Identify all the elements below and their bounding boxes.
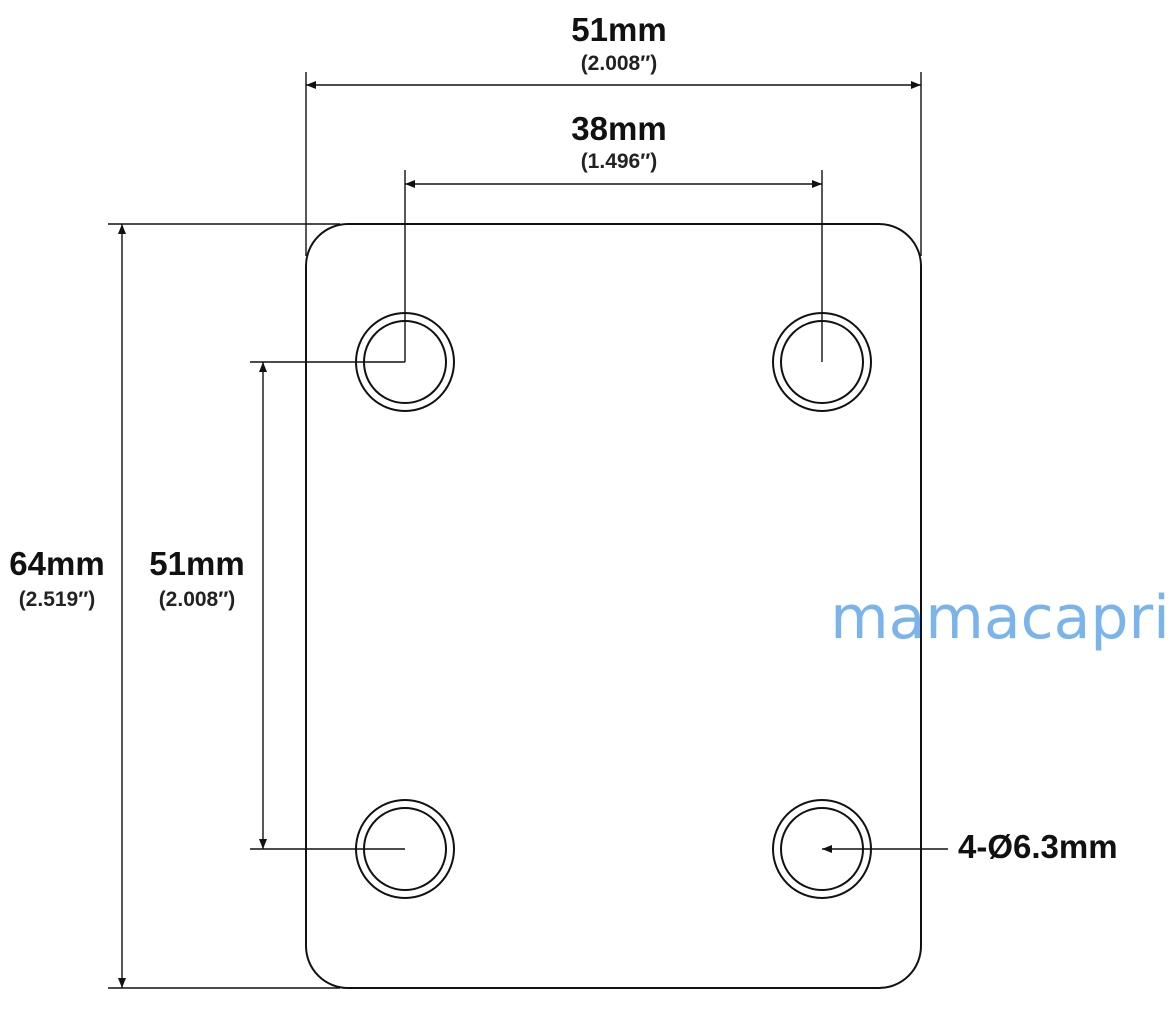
hole-spacing-x-imperial: (1.496″) <box>581 150 658 173</box>
overall-width-imperial: (2.008″) <box>581 52 658 75</box>
hole-spec-label: 4-Ø6.3mm <box>958 828 1118 865</box>
hole-spacing-y-imperial: (2.008″) <box>159 588 236 611</box>
hole-spacing-y-metric: 51mm <box>149 545 244 582</box>
extension-lines <box>108 72 922 989</box>
watermark-text: mamacapri <box>830 583 1170 653</box>
overall-height-imperial: (2.519″) <box>19 588 96 611</box>
overall-height-metric: 64mm <box>9 545 104 582</box>
plate-outline <box>305 223 922 989</box>
hole-spacing-x-metric: 38mm <box>571 110 666 147</box>
overall-width-metric: 51mm <box>571 11 666 48</box>
